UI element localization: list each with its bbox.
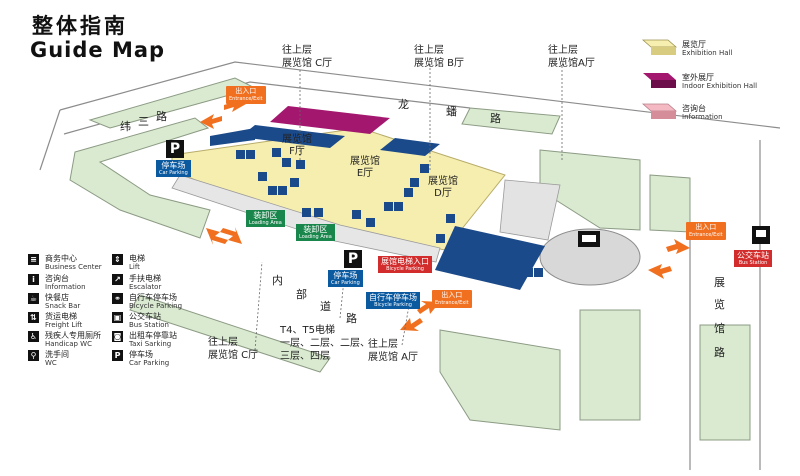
bicycle-parking-icon: ⚭ xyxy=(112,293,123,304)
road-zhanlan-4: 路 xyxy=(714,346,725,359)
taxi-roundabout xyxy=(539,228,641,286)
road-longyao-1: 龙 xyxy=(398,98,409,111)
road-weisan-1: 纬 xyxy=(120,120,131,133)
road-inner-1: 内 xyxy=(272,274,283,287)
road-inner-2: 部 xyxy=(296,288,307,301)
direction-hall-c-top: 往上层 展览馆 C厅 xyxy=(282,45,333,69)
road-zhanlan-3: 馆 xyxy=(714,322,725,335)
direction-elevator-t4-t5: T4、T5电梯 一层、二层、二层、 三层、四层 xyxy=(280,325,370,362)
information-icon: i xyxy=(28,274,39,285)
map-title-chinese: 整体指南 xyxy=(32,14,128,38)
green-lawns xyxy=(69,77,751,441)
map-facility-icons xyxy=(236,148,543,277)
car-parking-icon: P xyxy=(166,140,184,158)
map-title-english: Guide Map xyxy=(30,38,166,62)
freight-lift-icon: ⇅ xyxy=(28,312,39,323)
hall-corridor xyxy=(171,174,441,263)
road-longyao-3: 路 xyxy=(490,112,501,125)
business-center-icon: ≡ xyxy=(28,254,39,265)
snack-bar-icon: ☕ xyxy=(28,293,39,304)
road-weisan-2: 三 xyxy=(138,115,149,128)
lift-icon: ⇕ xyxy=(112,254,123,265)
road-inner-4: 路 xyxy=(346,312,357,325)
car-parking-icon: P xyxy=(344,250,362,268)
direction-hall-c-bottom: 往上层 展览馆 C厅 xyxy=(208,337,259,361)
service-building xyxy=(499,179,561,241)
road-zhanlan-2: 览 xyxy=(714,298,725,311)
road-zhanlan-1: 展 xyxy=(714,276,725,289)
wc-icon: ⚲ xyxy=(28,350,39,361)
road-longyao-2: 蟠 xyxy=(446,105,457,118)
taxi-icon: ◙ xyxy=(112,331,123,342)
direction-hall-a-top: 往上层 展览馆A厅 xyxy=(548,45,595,69)
bus-station-icon: ▣ xyxy=(112,312,123,323)
handicap-wc-icon: ♿ xyxy=(28,331,39,342)
road-weisan-3: 路 xyxy=(156,110,167,123)
map-legend-swatches xyxy=(641,39,678,119)
direction-hall-b-top: 往上层 展览馆 B厅 xyxy=(414,45,465,69)
hall-roofs xyxy=(210,125,545,290)
direction-hall-a-bottom: 往上层 展览馆 A厅 xyxy=(368,339,419,363)
indoor-exhibition-hall xyxy=(270,106,390,134)
escalator-icon: ↗ xyxy=(112,274,123,285)
car-parking-icon: P xyxy=(112,350,123,361)
road-inner-3: 道 xyxy=(320,300,331,313)
